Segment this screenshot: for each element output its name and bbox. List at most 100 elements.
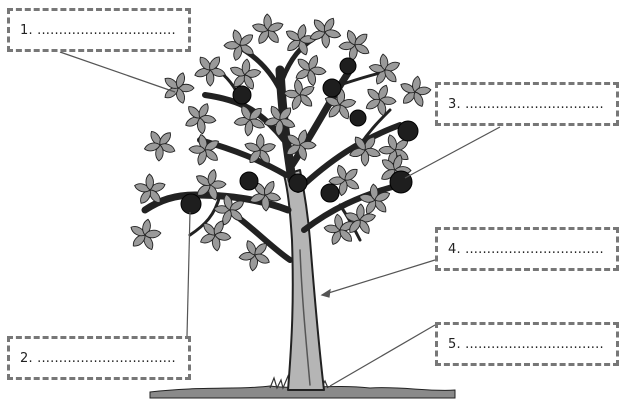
label-1-text: 1. ................................ <box>20 23 176 38</box>
leaf <box>384 69 397 83</box>
round-fruit-icon <box>349 109 367 127</box>
leaf <box>307 69 317 87</box>
round-fruit-icon <box>389 170 413 194</box>
leaf <box>244 142 261 152</box>
leaf-cluster-icon <box>328 164 360 197</box>
leaf-cluster-icon <box>185 103 217 135</box>
label-3-text: 3. ................................ <box>448 97 604 112</box>
fruits <box>180 57 419 215</box>
leaf-cluster-icon <box>358 183 391 215</box>
leaf <box>349 219 361 233</box>
leaf <box>344 168 358 181</box>
pointer-4 <box>321 259 436 296</box>
leaf-cluster-icon <box>365 84 397 117</box>
leaf-cluster-icon <box>229 58 262 90</box>
leaf <box>324 29 342 39</box>
leaf-cluster-icon <box>368 53 401 85</box>
leaf <box>239 34 254 46</box>
leaf <box>264 180 275 196</box>
leaf-cluster-icon <box>249 180 282 212</box>
leaf-cluster-icon <box>223 29 254 61</box>
leaf-cluster-icon <box>196 168 227 201</box>
leaf-cluster-icon <box>134 173 166 204</box>
round-fruit-icon <box>339 57 357 75</box>
leaf-cluster-icon <box>400 75 432 107</box>
leaf <box>275 119 284 137</box>
leaf <box>286 134 301 146</box>
round-fruit-icon <box>239 171 259 191</box>
leaf <box>222 209 232 226</box>
leaf <box>196 117 206 135</box>
pointer-3 <box>404 126 501 179</box>
leaf <box>267 22 284 32</box>
label-box-4[interactable]: 4. ................................ <box>435 227 619 271</box>
branch-right-low <box>301 182 403 233</box>
leaf <box>354 136 366 151</box>
leaf <box>291 94 302 111</box>
leaf-cluster-icon <box>143 130 176 162</box>
leaves <box>130 13 432 272</box>
leaf-cluster-icon <box>213 193 245 226</box>
leaf-cluster-icon <box>263 105 296 137</box>
leaf-cluster-icon <box>251 13 284 44</box>
label-box-3[interactable]: 3. ................................ <box>435 82 619 126</box>
leaf <box>413 91 424 107</box>
leaf-cluster-icon <box>200 220 232 252</box>
leaf <box>144 229 162 239</box>
twig-4 <box>188 193 222 237</box>
leaf-cluster-icon <box>164 72 195 104</box>
leaf <box>244 119 254 137</box>
trunk-shade <box>299 249 311 386</box>
leaf <box>214 232 232 241</box>
leaf-cluster-icon <box>238 240 270 272</box>
leaf-cluster-icon <box>194 56 226 87</box>
leaf <box>254 253 270 264</box>
leaf-cluster-icon <box>283 78 315 111</box>
round-fruit-icon <box>322 78 342 98</box>
round-fruit-icon <box>180 193 202 215</box>
round-fruit-icon <box>320 183 340 203</box>
leaf-cluster-icon <box>130 218 162 251</box>
pointer-5 <box>329 324 436 387</box>
pointer-1 <box>59 51 176 93</box>
leaf-cluster-icon <box>323 213 355 245</box>
leaf <box>387 134 397 151</box>
leaf <box>188 145 206 154</box>
label-5-text: 5. ................................ <box>448 337 604 352</box>
leaf <box>145 173 154 191</box>
branch-right-mid <box>295 122 403 193</box>
label-box-5[interactable]: 5. ................................ <box>435 322 619 366</box>
leaf <box>374 191 391 202</box>
label-4-text: 4. ................................ <box>448 242 604 257</box>
label-box-1[interactable]: 1. ................................ <box>7 8 191 52</box>
label-2-text: 2. ................................ <box>20 351 176 366</box>
leaf-cluster-icon <box>344 203 377 234</box>
leaf <box>175 72 185 89</box>
leaf <box>143 142 161 152</box>
round-fruit-icon <box>232 85 252 105</box>
leaf <box>365 99 381 110</box>
pointer-lines <box>59 51 501 387</box>
leaf-cluster-icon <box>295 54 327 87</box>
label-box-2[interactable]: 2. ................................ <box>7 336 191 380</box>
leaf <box>209 56 221 71</box>
leaf <box>328 104 341 118</box>
leaf <box>207 168 217 186</box>
leaf-cluster-icon <box>188 133 219 166</box>
pointer-2 <box>186 211 191 337</box>
leaf-cluster-icon <box>338 29 370 62</box>
leaf-cluster-icon <box>244 133 276 164</box>
leaf-cluster-icon <box>285 23 317 56</box>
leaf-cluster-icon <box>286 129 317 161</box>
ground <box>149 385 456 399</box>
trunk <box>283 169 325 391</box>
leaf <box>243 74 254 90</box>
leaf-cluster-icon <box>349 136 381 167</box>
pointer-4-arrow <box>320 288 331 298</box>
leaf <box>339 229 352 242</box>
leaf-cluster-icon <box>309 17 342 49</box>
round-fruit-icon <box>397 120 419 142</box>
leaf-cluster-icon <box>233 105 265 137</box>
round-fruit-icon <box>288 173 308 193</box>
